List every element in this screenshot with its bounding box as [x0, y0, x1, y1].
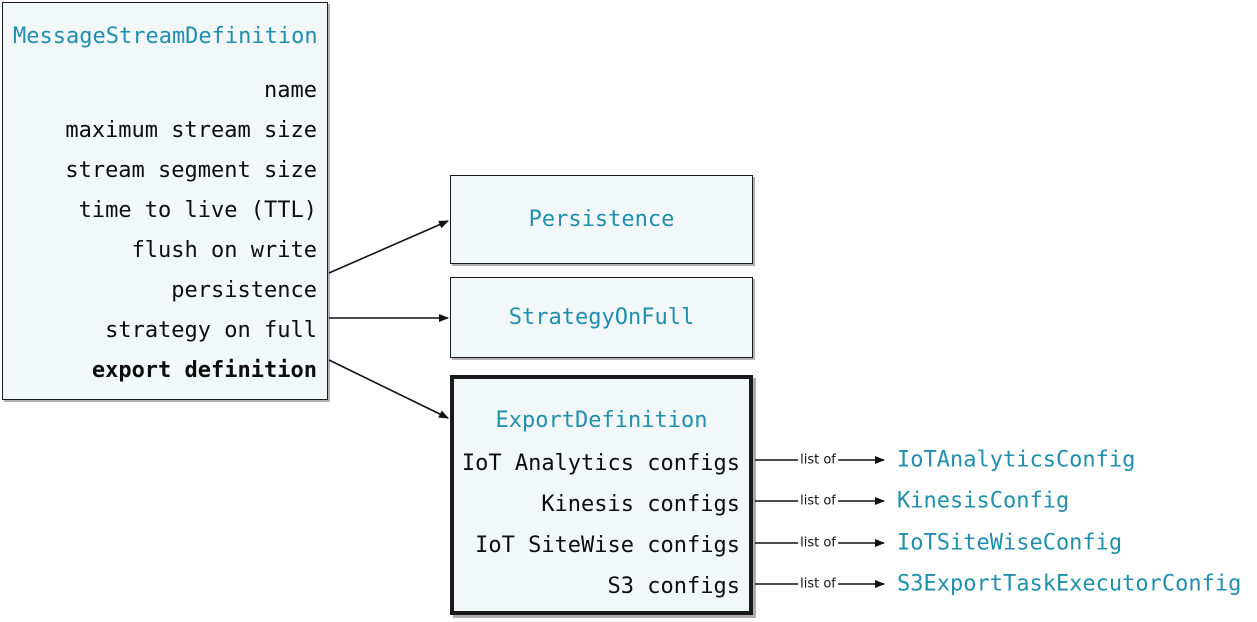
attribute-kinesis-configs: Kinesis configs	[541, 492, 740, 517]
attribute-strategy-on-full: strategy on full	[105, 318, 317, 343]
attribute-iot-analytics-configs: IoT Analytics configs	[461, 451, 740, 476]
attribute-export-definition: export definition	[91, 358, 317, 383]
edge-persistence	[328, 220, 449, 274]
class-name-message-stream-definition: MessageStreamDefinition	[13, 24, 318, 49]
class-name-strategy-on-full: StrategyOnFull	[508, 304, 695, 330]
class-name-kinesis-config[interactable]: KinesisConfig	[897, 488, 1070, 514]
attribute-s3-configs: S3 configs	[607, 574, 740, 599]
attribute-name: name	[264, 78, 317, 103]
attribute-flush-on-write: flush on write	[131, 238, 317, 263]
attribute-maximum-stream-size: maximum stream size	[65, 118, 317, 143]
attribute-iot-sitewise-configs: IoT SiteWise configs	[475, 533, 740, 558]
edge-label-iot-sitewise: list of	[798, 535, 838, 551]
attribute-persistence: persistence	[171, 278, 317, 303]
class-name-s3-export-task-executor-config[interactable]: S3ExportTaskExecutorConfig	[897, 571, 1242, 597]
class-box-message-stream-definition[interactable]: MessageStreamDefinition name maximum str…	[2, 2, 328, 400]
edge-label-iot-analytics: list of	[798, 452, 838, 468]
edge-label-s3-export: list of	[798, 576, 838, 592]
class-name-export-definition: ExportDefinition	[495, 408, 708, 433]
class-box-export-definition[interactable]: ExportDefinition IoT Analytics configs K…	[450, 375, 753, 615]
edge-export-definition	[328, 359, 449, 419]
edge-label-kinesis: list of	[798, 493, 838, 509]
class-name-iot-analytics-config[interactable]: IoTAnalyticsConfig	[897, 447, 1136, 473]
attribute-time-to-live: time to live (TTL)	[78, 198, 317, 223]
attribute-stream-segment-size: stream segment size	[65, 158, 317, 183]
attribute-list-export-definition: IoT Analytics configs Kinesis configs Io…	[454, 443, 749, 607]
class-name-iot-sitewise-config[interactable]: IoTSiteWiseConfig	[897, 530, 1123, 556]
class-box-persistence[interactable]: Persistence	[450, 175, 753, 264]
class-name-persistence: Persistence	[528, 206, 675, 232]
attribute-list-message-stream-definition: name maximum stream size stream segment …	[3, 71, 327, 391]
class-box-strategy-on-full[interactable]: StrategyOnFull	[450, 277, 753, 358]
